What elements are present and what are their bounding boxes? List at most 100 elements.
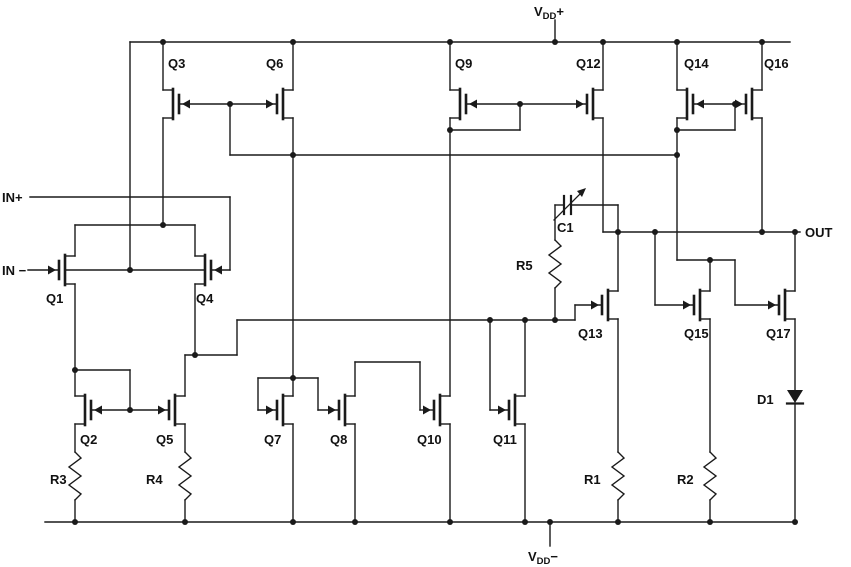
d1-label: D1 (757, 392, 774, 407)
vdd-minus-label: VDD− (528, 549, 558, 567)
q15-label: Q15 (684, 326, 709, 341)
q16-label: Q16 (764, 56, 789, 71)
junction-dot (290, 39, 296, 45)
q13-label: Q13 (578, 326, 603, 341)
junction-dot (522, 317, 528, 323)
r1-label: R1 (584, 472, 601, 487)
transistor-q9: Q9 (449, 56, 477, 121)
resistor-r4: R4 (146, 451, 193, 501)
q5-label: Q5 (156, 432, 173, 447)
vdd-plus-label: VDD+ (534, 4, 564, 22)
junction-dot (674, 152, 680, 158)
q12-label: Q12 (576, 56, 601, 71)
gate-arrow-icon (469, 99, 477, 109)
variable-arrow-head-icon (577, 188, 586, 197)
junction-dot (552, 39, 558, 45)
junction-dot (707, 519, 713, 525)
gate-arrow-icon (735, 99, 743, 109)
gate-arrow-icon (48, 265, 56, 275)
junction-dot (447, 519, 453, 525)
gate-arrow-icon (266, 99, 274, 109)
junction-dot (290, 519, 296, 525)
transistor-q17: Q17 (766, 288, 796, 341)
c1-label: C1 (557, 220, 574, 235)
r5-label: R5 (516, 258, 533, 273)
transistor-q7: Q7 (264, 393, 294, 447)
transistor-q16: Q16 (735, 56, 789, 121)
gate-arrow-icon (328, 405, 336, 415)
junction-dot (600, 39, 606, 45)
resistor-zigzag (702, 451, 718, 501)
gate-arrow-icon (696, 99, 704, 109)
gate-arrow-icon (182, 99, 190, 109)
junction-dot (160, 39, 166, 45)
diode-d1: D1 (757, 390, 805, 407)
transistor-q11: Q11 (493, 393, 526, 447)
junction-dot (290, 375, 296, 381)
junction-dot (759, 229, 765, 235)
resistor-r3: R3 (50, 451, 83, 501)
resistor-r1: R1 (584, 451, 626, 501)
transistor-q8: Q8 (328, 393, 356, 447)
gate-arrow-icon (498, 405, 506, 415)
transistor-q2: Q2 (74, 393, 102, 447)
q14-label: Q14 (684, 56, 709, 71)
in-minus-label: IN − (2, 263, 27, 278)
capacitor-c1: C1 (553, 188, 586, 235)
q4-label: Q4 (196, 291, 214, 306)
q2-label: Q2 (80, 432, 97, 447)
junction-dot (227, 101, 233, 107)
transistor-q10: Q10 (417, 393, 451, 447)
transistor-q4: Q4 (194, 253, 222, 306)
r4-label: R4 (146, 472, 163, 487)
junction-dot (447, 127, 453, 133)
gate-arrow-icon (158, 405, 166, 415)
junction-dot (127, 407, 133, 413)
junction-dot (522, 519, 528, 525)
junction-dot (674, 127, 680, 133)
resistor-r5: R5 (516, 239, 563, 289)
transistor-q13: Q13 (578, 288, 619, 341)
r3-label: R3 (50, 472, 67, 487)
junction-dot (447, 39, 453, 45)
transistor-q12: Q12 (576, 56, 604, 121)
junction-dot (652, 229, 658, 235)
gate-arrow-icon (591, 300, 599, 310)
junction-dot (707, 257, 713, 263)
q1-label: Q1 (46, 291, 63, 306)
junction-dot (127, 267, 133, 273)
wires (27, 19, 801, 547)
gate-arrow-icon (683, 300, 691, 310)
transistor-q3: Q3 (162, 56, 190, 121)
out-label: OUT (805, 225, 833, 240)
gate-arrow-icon (266, 405, 274, 415)
resistor-zigzag (547, 239, 563, 289)
in-plus-label: IN+ (2, 190, 23, 205)
junction-dot (759, 39, 765, 45)
transistor-q6: Q6 (266, 56, 294, 121)
gate-arrow-icon (768, 300, 776, 310)
junction-dot (547, 519, 553, 525)
junction-dot (615, 229, 621, 235)
junction-dot (160, 222, 166, 228)
q10-label: Q10 (417, 432, 442, 447)
q9-label: Q9 (455, 56, 472, 71)
junction-dot (792, 519, 798, 525)
junction-dot (72, 367, 78, 373)
gate-arrow-icon (214, 265, 222, 275)
junction-dot (182, 519, 188, 525)
diode-triangle-icon (787, 390, 803, 403)
transistor-q15: Q15 (683, 288, 711, 341)
variable-arrow-icon (553, 189, 585, 221)
transistor-q5: Q5 (156, 393, 186, 447)
q11-label: Q11 (493, 432, 517, 447)
junction-dot (352, 519, 358, 525)
junction-dot (192, 352, 198, 358)
q3-label: Q3 (168, 56, 185, 71)
q6-label: Q6 (266, 56, 283, 71)
junction-dot (290, 152, 296, 158)
junction-dot (615, 519, 621, 525)
gate-arrow-icon (94, 405, 102, 415)
